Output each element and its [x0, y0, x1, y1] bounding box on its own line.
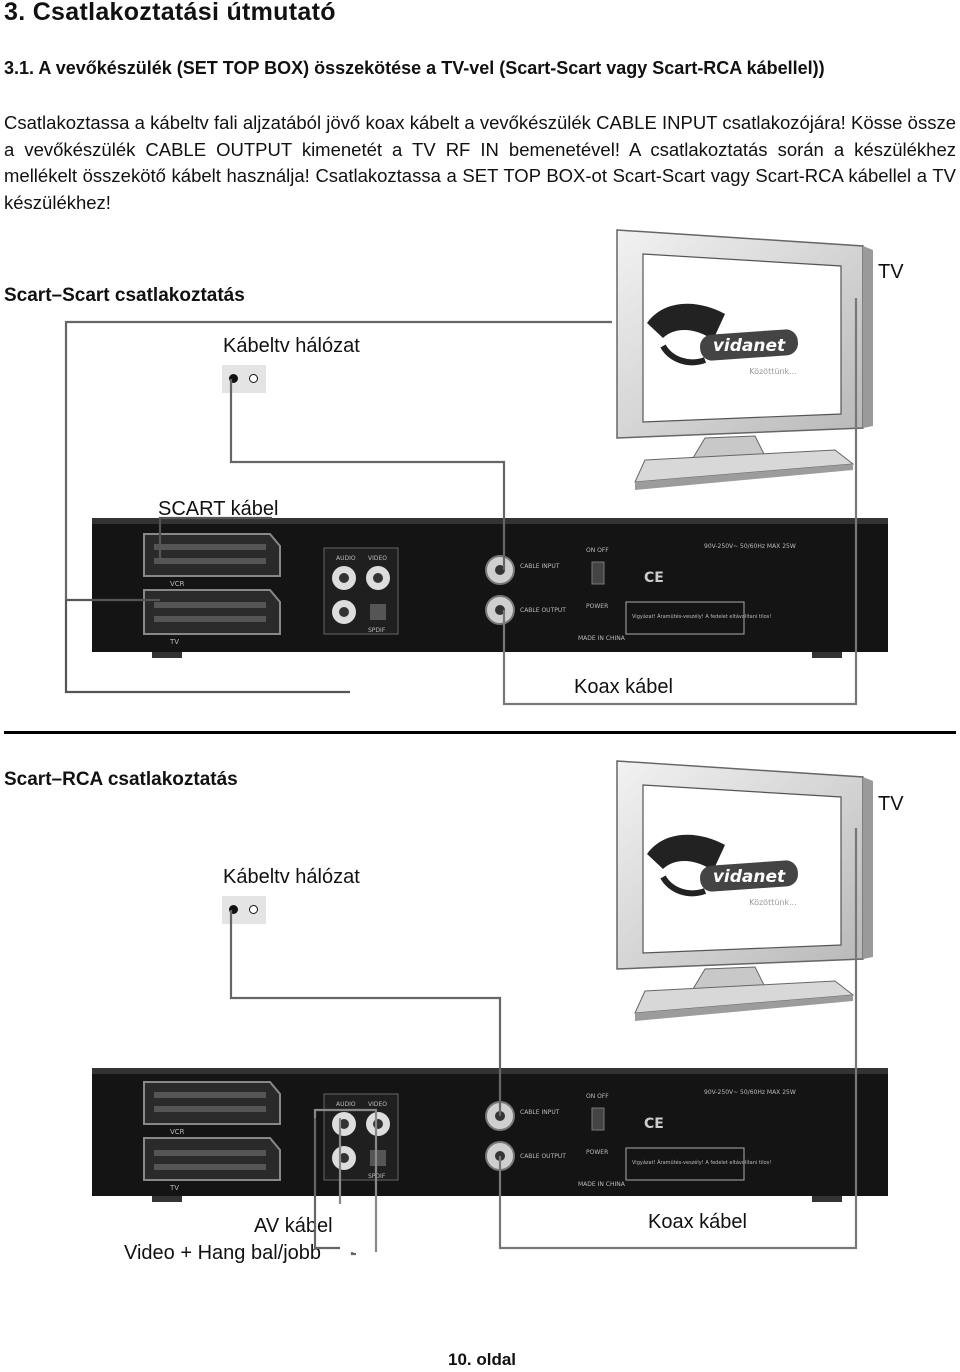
av-cable-end: [350, 1252, 356, 1256]
section2-network-label: Kábeltv hálózat: [223, 866, 360, 888]
socket-hole-icon: [249, 905, 258, 914]
intro-paragraph: Csatlakoztassa a kábeltv fali aljzatából…: [4, 112, 956, 213]
section2-av-label: AV kábel: [254, 1215, 333, 1237]
coax-input-cable: [229, 910, 502, 1116]
set-top-box-rear-panel: VCR TV AUDIO VIDEO SPDIF CABLE INPUT CAB…: [92, 1068, 888, 1202]
section2-coax-label: Koax kábel: [648, 1211, 747, 1233]
socket-pin-icon: [229, 374, 238, 383]
page-number: 10. oldal: [448, 1350, 517, 1369]
section1-scart-label: SCART kábel: [158, 498, 279, 520]
wall-socket: [222, 365, 266, 393]
power-label: POWER: [586, 1149, 608, 1156]
spdif-label: SPDIF: [368, 627, 386, 634]
section2-title: Scart–RCA csatlakoztatás: [4, 769, 238, 790]
tv-port-label: TV: [169, 1184, 179, 1192]
scart-cable-top: [158, 516, 272, 558]
on-off-label: ON OFF: [586, 1093, 609, 1100]
audio-label: AUDIO: [336, 1101, 356, 1108]
tv-illustration: vidanet Közöttünk...: [616, 760, 873, 1021]
tv-logo: vidanet: [713, 336, 786, 356]
video-label: VIDEO: [368, 555, 387, 562]
coax-input-cable: [229, 379, 506, 570]
section1-network-label: Kábeltv hálózat: [223, 335, 360, 357]
set-top-box-rear-panel: VCR TV AUDIO VIDEO SPDIF CABLE INPUT CAB…: [92, 518, 888, 658]
coax-output-cable: [502, 298, 858, 706]
av-cable-bundle: [313, 1108, 378, 1118]
tv-port-label: TV: [169, 638, 179, 646]
section2-av-sublabel: Video + Hang bal/jobb: [124, 1242, 322, 1264]
made-in-label: MADE IN CHINA: [578, 1181, 626, 1188]
section1-title: Scart–Scart csatlakoztatás: [4, 285, 245, 306]
av-cable-video: [313, 1118, 340, 1250]
cable-input-label: CABLE INPUT: [520, 563, 560, 570]
wall-socket: [222, 896, 266, 924]
warning-label: Vigyázat! Áramütés-veszély! A fedelet el…: [632, 1159, 771, 1166]
tv-tagline: Közöttünk...: [749, 898, 797, 907]
warning-label: Vigyázat! Áramütés-veszély! A fedelet el…: [632, 613, 771, 620]
page-heading: 3. Csatlakoztatási útmutató: [4, 0, 336, 26]
section1-tv-label: TV: [878, 261, 904, 283]
section1-coax-label: Koax kábel: [574, 676, 673, 698]
video-label: VIDEO: [368, 1101, 387, 1108]
cable-output-label: CABLE OUTPUT: [520, 1153, 566, 1160]
ce-mark: CE: [644, 1116, 664, 1132]
vcr-label: VCR: [170, 1128, 185, 1136]
cable-input-label: CABLE INPUT: [520, 1109, 560, 1116]
coax-output-cable: [498, 828, 858, 1250]
scart-cable-left: [64, 598, 350, 694]
power-label: POWER: [586, 603, 608, 610]
tv-illustration: vidanet Közöttünk...: [616, 229, 873, 490]
made-in-label: MADE IN CHINA: [578, 635, 626, 642]
section-subheading: 3.1. A vevőkészülék (SET TOP BOX) összek…: [4, 58, 825, 78]
rating-label: 90V-250V~ 50/60Hz MAX 25W: [704, 1089, 796, 1096]
ce-mark: CE: [644, 570, 664, 586]
vcr-label: VCR: [170, 580, 185, 588]
socket-pin-icon: [229, 905, 238, 914]
section2-tv-label: TV: [878, 793, 904, 815]
cable-output-label: CABLE OUTPUT: [520, 607, 566, 614]
socket-hole-icon: [249, 374, 258, 383]
section-divider: [4, 731, 956, 734]
on-off-label: ON OFF: [586, 547, 609, 554]
rating-label: 90V-250V~ 50/60Hz MAX 25W: [704, 543, 796, 550]
tv-logo: vidanet: [713, 867, 786, 887]
audio-label: AUDIO: [336, 555, 356, 562]
tv-tagline: Közöttünk...: [749, 367, 797, 376]
scart-cable-to-tv: [64, 320, 612, 600]
